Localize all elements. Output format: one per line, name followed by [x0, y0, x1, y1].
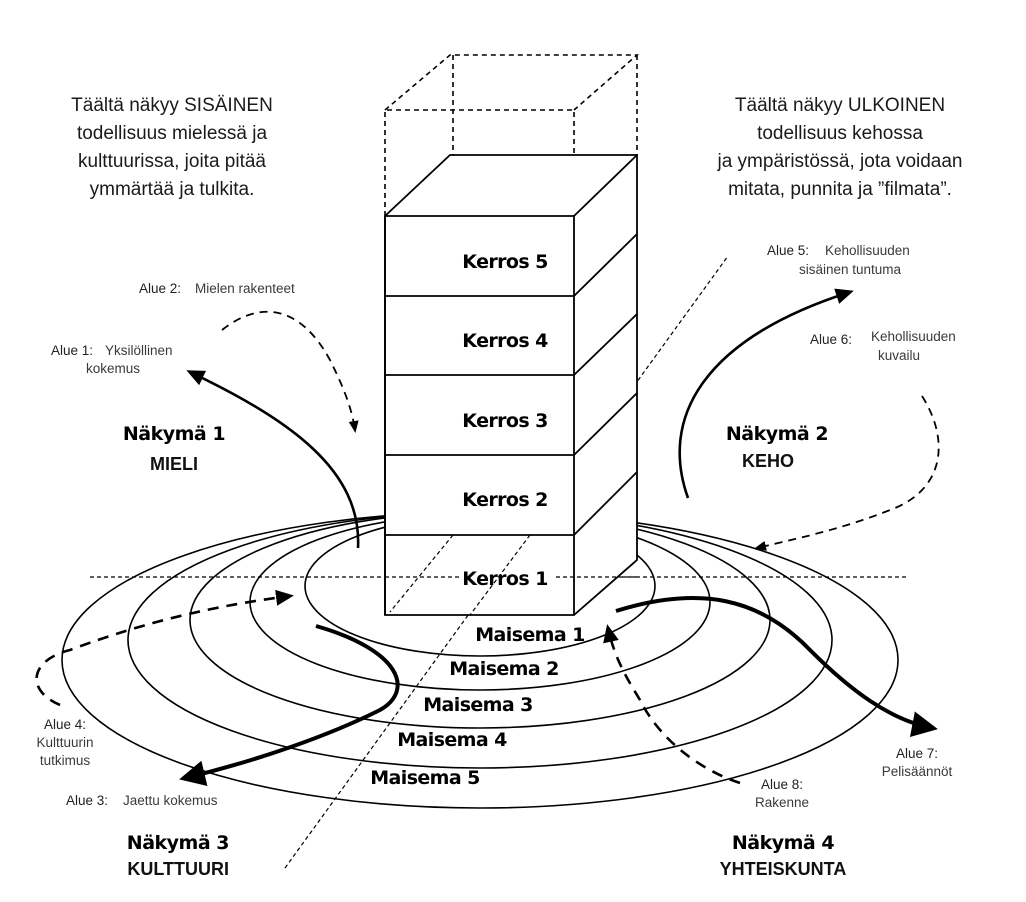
area-1-label: Alue 1: Yksilöllinen kokemus	[51, 343, 173, 376]
area-6-line-2: kuvailu	[878, 348, 920, 363]
arrow-alue-6	[754, 395, 940, 551]
area-4-line-1: Kulttuurin	[36, 735, 93, 750]
area-1-line-2: kokemus	[86, 361, 140, 376]
layer-label-5: Kerros 5	[462, 251, 547, 273]
area-2-label: Alue 2: Mielen rakenteet	[139, 281, 295, 296]
layer-label-2: Kerros 2	[462, 489, 547, 511]
landscape-label-3: Maisema 3	[423, 694, 533, 716]
arrow-alue-2	[221, 310, 359, 433]
landscape-label-5: Maisema 5	[370, 767, 480, 789]
view-4-title: Näkymä 4	[732, 832, 834, 854]
layer-label-1: Kerros 1	[462, 568, 547, 590]
area-7-head: Alue 7:	[896, 746, 938, 761]
area-1-line-1: Yksilöllinen	[105, 343, 173, 358]
landscape-labels: Maisema 1 Maisema 2 Maisema 3 Maisema 4 …	[370, 624, 585, 789]
area-6-head: Alue 6:	[810, 332, 852, 347]
area-1-head: Alue 1:	[51, 343, 93, 358]
arrow-alue-4	[35, 589, 294, 707]
inner-reality-text: Täältä näkyy SISÄINEN todellisuus mieles…	[71, 95, 273, 200]
outer-line-2: todellisuus kehossa	[757, 123, 923, 144]
view-2-title: Näkymä 2	[726, 423, 828, 445]
area-4-label: Alue 4: Kulttuurin tutkimus	[36, 717, 93, 768]
arrow-alue-8	[603, 624, 741, 785]
inner-line-2: todellisuus mielessä ja	[77, 123, 268, 144]
inner-line-3: kulttuurissa, joita pitää	[78, 151, 266, 172]
outer-reality-text: Täältä näkyy ULKOINEN todellisuus kehoss…	[716, 95, 962, 200]
view-3-title: Näkymä 3	[127, 832, 229, 854]
area-6-line-1: Kehollisuuden	[871, 329, 956, 344]
landscape-label-2: Maisema 2	[449, 658, 559, 680]
layer-tower	[384, 154, 638, 616]
area-5-label: Alue 5: Kehollisuuden sisäinen tuntuma	[767, 243, 910, 277]
area-2-head: Alue 2:	[139, 281, 181, 296]
arrow-alue-1	[186, 370, 360, 549]
area-3-label: Alue 3: Jaettu kokemus	[66, 793, 218, 808]
layer-label-4: Kerros 4	[462, 330, 548, 352]
landscape-label-4: Maisema 4	[397, 729, 507, 751]
area-4-line-2: tutkimus	[40, 753, 91, 768]
arrow-alue-7	[615, 596, 938, 738]
area-5-line-1: Kehollisuuden	[825, 243, 910, 258]
view-arrows	[35, 288, 940, 786]
area-5-line-2: sisäinen tuntuma	[799, 262, 902, 277]
view-1-title: Näkymä 1	[123, 423, 225, 445]
view-4-subtitle: YHTEISKUNTA	[720, 859, 847, 879]
layer-label-3: Kerros 3	[462, 410, 547, 432]
view-3-subtitle: KULTTUURI	[127, 859, 229, 879]
inner-line-1: Täältä näkyy SISÄINEN	[71, 95, 273, 116]
area-8-label: Alue 8: Rakenne	[755, 777, 809, 810]
area-5-head: Alue 5:	[767, 243, 809, 258]
area-2-line-1: Mielen rakenteet	[195, 281, 295, 296]
view-1-label: Näkymä 1 MIELI	[123, 423, 226, 474]
area-7-line-1: Pelisäännöt	[882, 764, 953, 779]
outer-line-3: ja ympäristössä, jota voidaan	[716, 151, 962, 172]
view-4-label: Näkymä 4 YHTEISKUNTA	[720, 832, 847, 879]
area-3-line-1: Jaettu kokemus	[123, 793, 218, 808]
area-4-head: Alue 4:	[44, 717, 86, 732]
area-8-head: Alue 8:	[761, 777, 803, 792]
outer-line-1: Täältä näkyy ULKOINEN	[735, 95, 945, 116]
arrow-alue-3	[179, 624, 400, 786]
arrow-alue-5	[678, 288, 854, 499]
view-2-subtitle: KEHO	[742, 451, 794, 471]
area-8-line-1: Rakenne	[755, 795, 809, 810]
outer-line-4: mitata, punnita ja ”filmata”.	[728, 179, 952, 200]
view-2-label: Näkymä 2 KEHO	[726, 423, 829, 471]
area-3-head: Alue 3:	[66, 793, 108, 808]
area-7-label: Alue 7: Pelisäännöt	[882, 746, 953, 779]
landscape-label-1: Maisema 1	[475, 624, 585, 646]
view-3-label: Näkymä 3 KULTTUURI	[127, 832, 230, 879]
area-6-label: Alue 6: Kehollisuuden kuvailu	[810, 329, 956, 363]
view-1-subtitle: MIELI	[150, 454, 198, 474]
layer-labels: Kerros 5 Kerros 4 Kerros 3 Kerros 2 Kerr…	[462, 251, 548, 590]
inner-line-4: ymmärtää ja tulkita.	[90, 179, 255, 200]
